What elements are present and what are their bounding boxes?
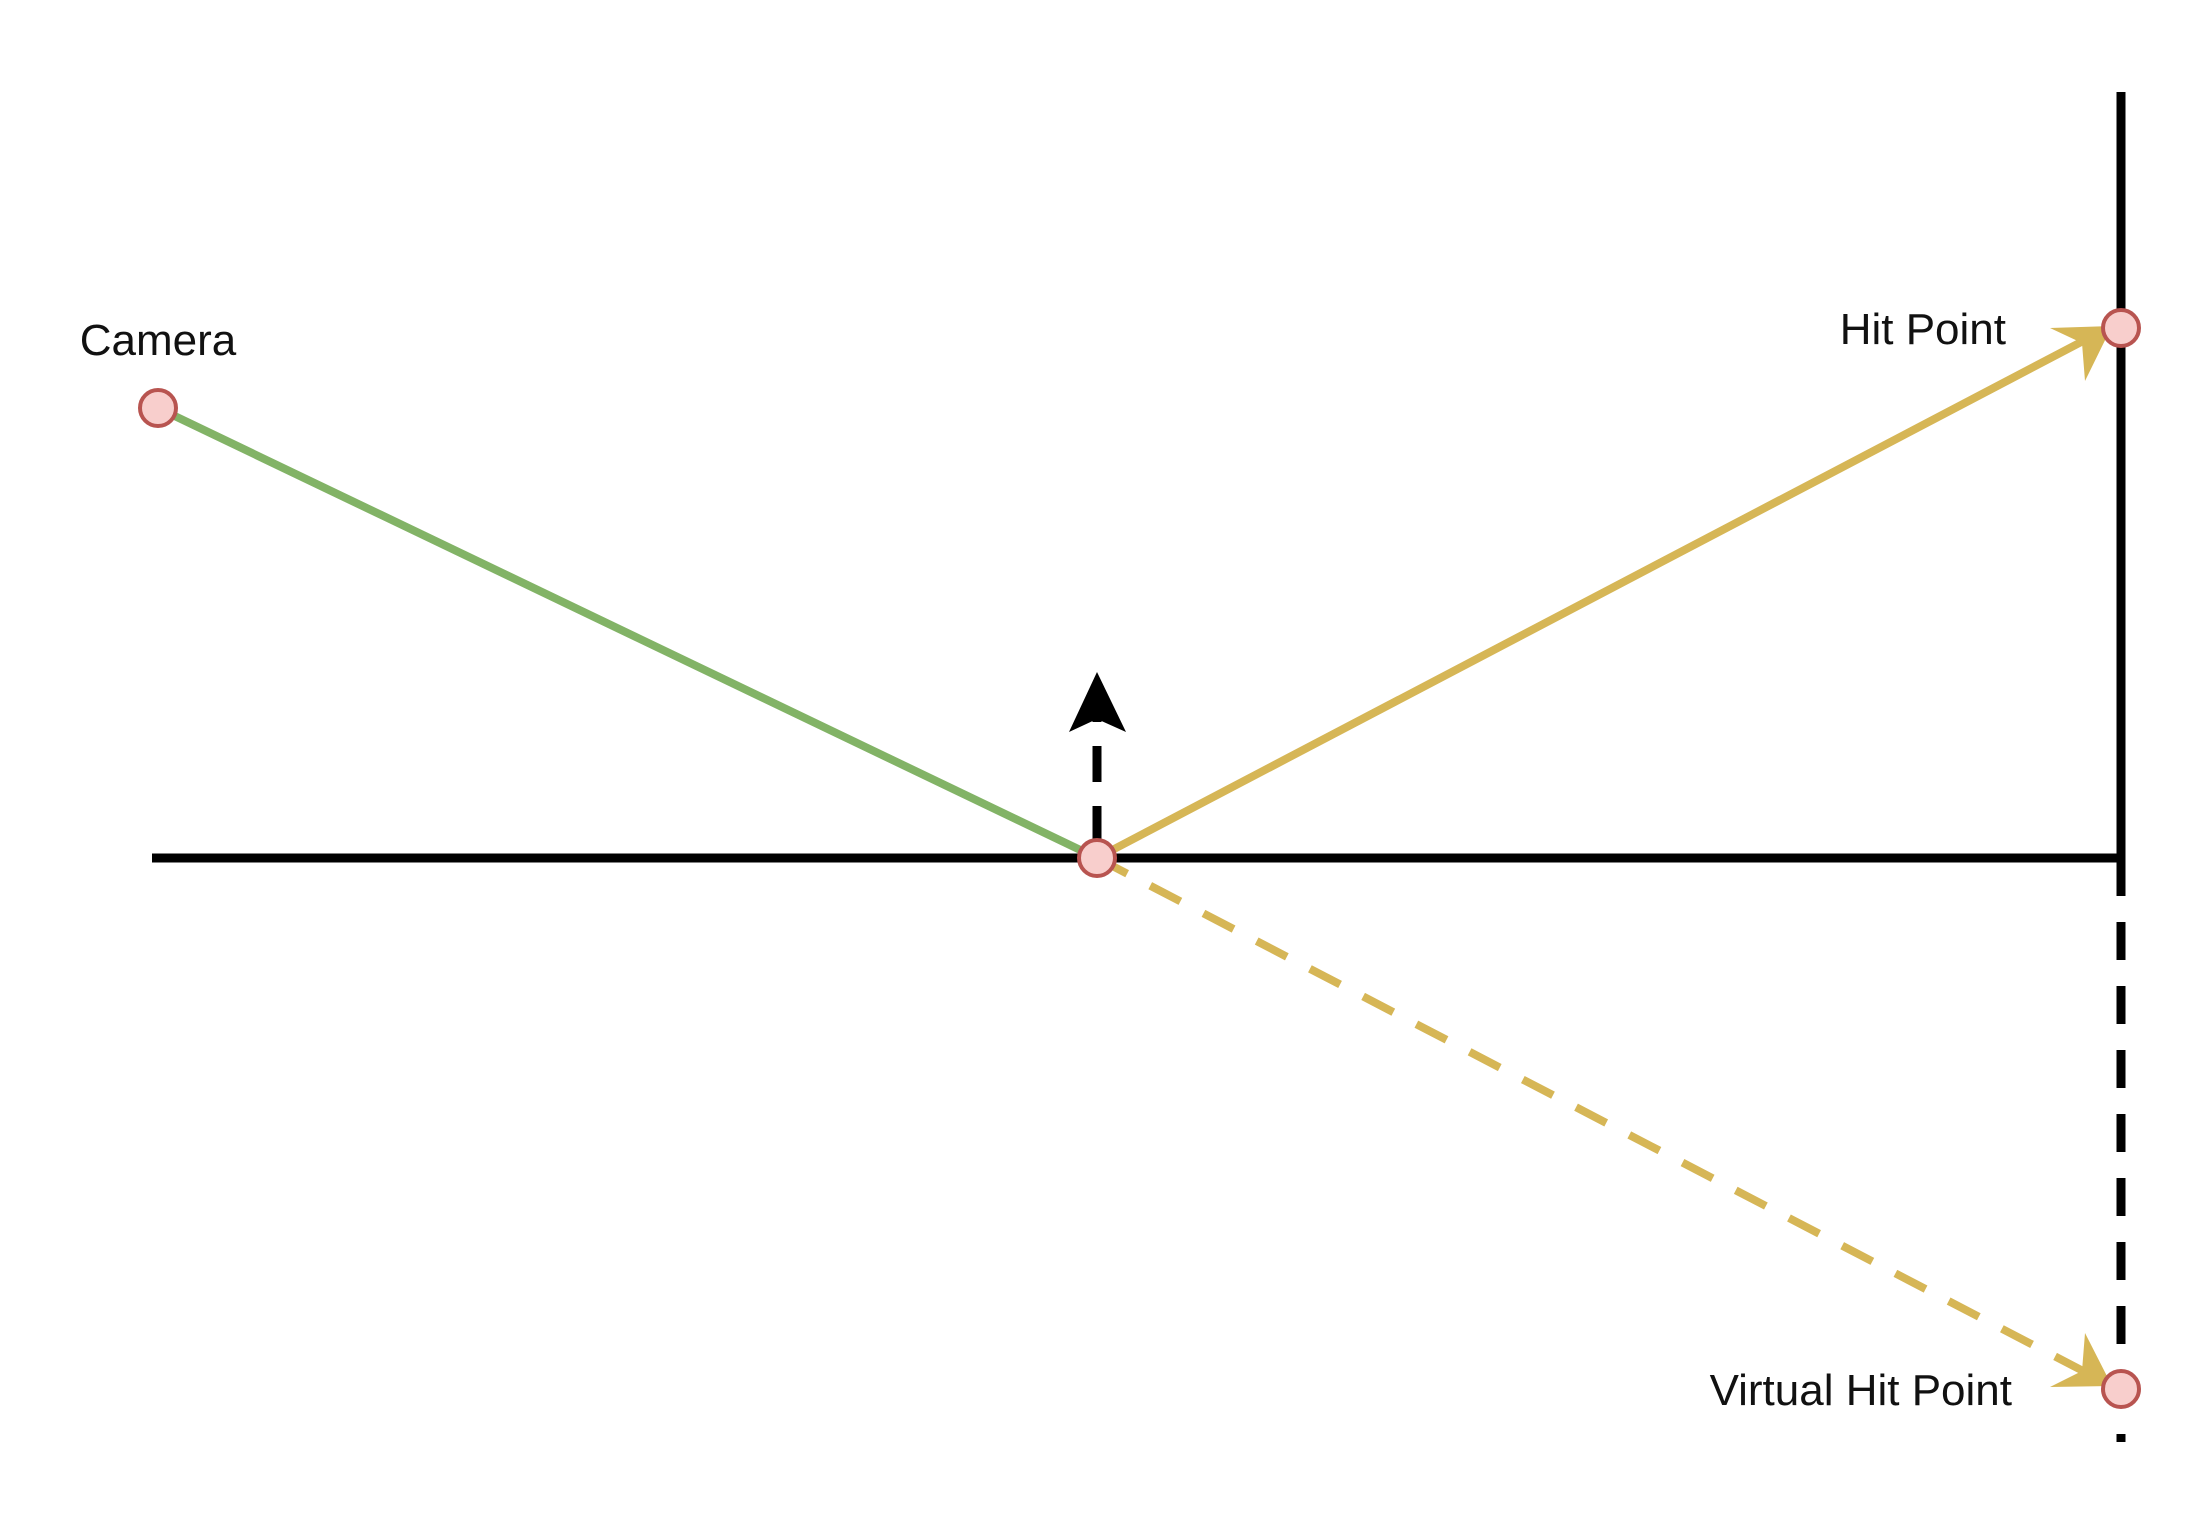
- reflected-ray-arrowhead-icon: [2050, 326, 2112, 381]
- normal-arrow-icon: [1069, 672, 1126, 732]
- virtual-ray-arrowhead-icon: [2050, 1333, 2112, 1387]
- camera-point: [138, 388, 178, 428]
- hit-point: [2101, 308, 2141, 348]
- virtual-hit-point-label: Virtual Hit Point: [1710, 1366, 2012, 1415]
- camera-label: Camera: [80, 316, 237, 365]
- reflection-point: [1077, 838, 1117, 878]
- incident-ray: [156, 404, 1099, 862]
- virtual-hit-point: [2101, 1369, 2141, 1409]
- hit-point-label: Hit Point: [1840, 305, 2006, 354]
- virtual-ray: [1095, 854, 2087, 1376]
- reflected-ray: [1095, 336, 2087, 862]
